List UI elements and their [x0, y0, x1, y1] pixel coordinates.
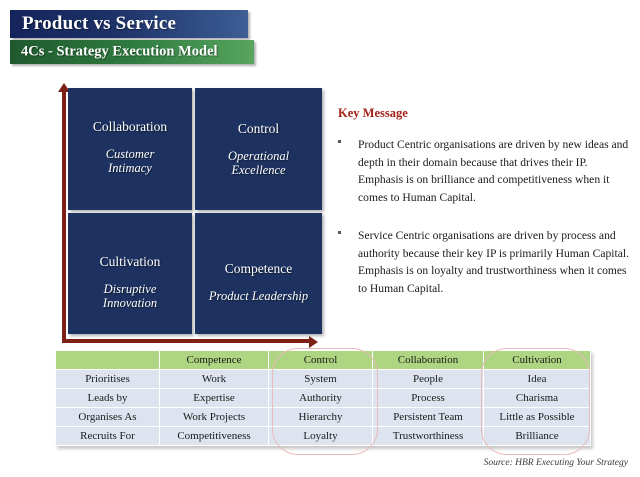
row-label: Leads by: [56, 389, 159, 407]
table-cell: Process: [373, 389, 483, 407]
table-row: Prioritises Work System People Idea: [56, 370, 590, 388]
table-cell: Loyalty: [269, 427, 372, 445]
row-label: Recruits For: [56, 427, 159, 445]
table-row: Leads by Expertise Authority Process Cha…: [56, 389, 590, 407]
source-citation: Source: HBR Executing Your Strategy: [483, 458, 628, 468]
table-header-cell-competence: Competence: [160, 351, 268, 369]
bullet-dot-icon: [338, 231, 341, 234]
quadrant-matrix: Collaboration Customer Intimacy Control …: [68, 88, 322, 334]
horizontal-axis-arrow: [62, 339, 312, 343]
quadrant-subtitle: Disruptive Innovation: [68, 282, 192, 310]
quadrant-competence[interactable]: Competence Product Leadership: [195, 213, 322, 334]
table-row: Recruits For Competitiveness Loyalty Tru…: [56, 427, 590, 445]
table-cell: Idea: [484, 370, 590, 388]
table-cell: Expertise: [160, 389, 268, 407]
horizontal-axis-arrowhead-icon: [309, 336, 318, 348]
quadrant-title: Collaboration: [92, 119, 168, 134]
key-message-bullet-2: Service Centric organisations are driven…: [338, 227, 632, 297]
table-cell: People: [373, 370, 483, 388]
quadrant-collaboration[interactable]: Collaboration Customer Intimacy: [68, 88, 192, 210]
key-message-heading: Key Message: [338, 106, 408, 120]
table-cell: Authority: [269, 389, 372, 407]
slide-title-bar: Product vs Service: [10, 10, 248, 38]
row-label: Organises As: [56, 408, 159, 426]
quadrant-subtitle: Operational Excellence: [195, 149, 322, 177]
vertical-axis-arrowhead-icon: [58, 83, 70, 92]
quadrant-subtitle: Customer Intimacy: [68, 147, 192, 175]
vertical-axis-arrow: [62, 90, 66, 340]
quadrant-subtitle-line1: Operational: [227, 149, 290, 163]
quadrant-subtitle-line2: Intimacy: [108, 161, 152, 175]
quadrant-subtitle-line1: Product Leadership: [208, 289, 309, 303]
quadrant-subtitle-line1: Disruptive: [103, 282, 157, 296]
table-cell: Brilliance: [484, 427, 590, 445]
table-header-cell-collaboration: Collaboration: [373, 351, 483, 369]
bullet-text: Service Centric organisations are driven…: [358, 229, 629, 295]
slide-subtitle-bar: 4Cs - Strategy Execution Model: [10, 40, 254, 64]
quadrant-subtitle-line2: Excellence: [231, 163, 286, 177]
page-title: Product vs Service: [22, 13, 177, 34]
row-label: Prioritises: [56, 370, 159, 388]
page-subtitle: 4Cs - Strategy Execution Model: [21, 43, 218, 60]
table-header-cell: [56, 351, 159, 369]
bullet-text: Product Centric organisations are driven…: [358, 138, 629, 204]
table-header-row: Competence Control Collaboration Cultiva…: [56, 351, 590, 369]
table-cell: Persistent Team: [373, 408, 483, 426]
quadrant-subtitle-line1: Customer: [105, 147, 155, 161]
quadrant-control[interactable]: Control Operational Excellence: [195, 88, 322, 210]
table-header-cell-cultivation: Cultivation: [484, 351, 590, 369]
bullet-dot-icon: [338, 140, 341, 143]
comparison-table: Competence Control Collaboration Cultiva…: [55, 350, 591, 446]
table-header-cell-control: Control: [269, 351, 372, 369]
quadrant-title: Competence: [224, 261, 293, 276]
quadrant-subtitle: Product Leadership: [195, 289, 322, 303]
table-cell: Little as Possible: [484, 408, 590, 426]
quadrant-title: Control: [237, 121, 280, 136]
table-cell: Charisma: [484, 389, 590, 407]
quadrant-title: Cultivation: [99, 254, 161, 269]
table-cell: Trustworthiness: [373, 427, 483, 445]
table-cell: Competitiveness: [160, 427, 268, 445]
table-cell: Work Projects: [160, 408, 268, 426]
table-row: Organises As Work Projects Hierarchy Per…: [56, 408, 590, 426]
quadrant-cultivation[interactable]: Cultivation Disruptive Innovation: [68, 213, 192, 334]
table-cell: System: [269, 370, 372, 388]
table-cell: Hierarchy: [269, 408, 372, 426]
key-message-bullet-1: Product Centric organisations are driven…: [338, 136, 632, 206]
table-cell: Work: [160, 370, 268, 388]
quadrant-subtitle-line2: Innovation: [102, 296, 158, 310]
